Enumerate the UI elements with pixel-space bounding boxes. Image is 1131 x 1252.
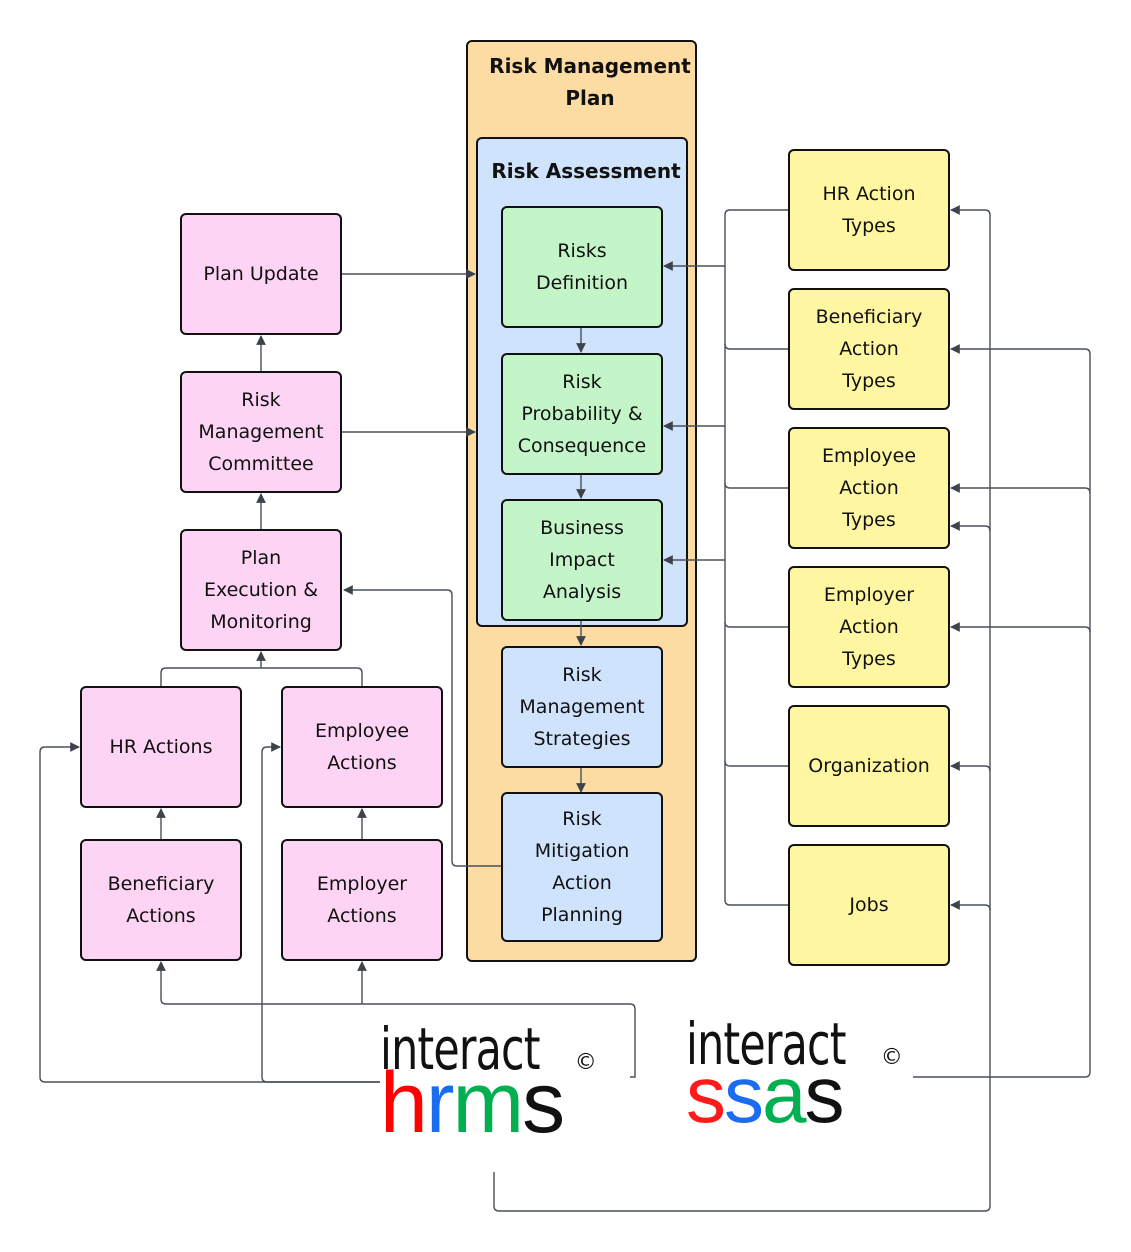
hrms-letter: m — [452, 1055, 524, 1151]
risk-assessment-title: Risk Assessment — [491, 159, 681, 183]
node-risk-management-strategies[interactable]: Risk Management Strategies — [501, 646, 663, 768]
node-beneficiary-actions[interactable]: Beneficiary Actions — [80, 839, 242, 961]
node-risk-probability-consequence[interactable]: Risk Probability & Consequence — [501, 353, 663, 475]
edge-hrms-to-beneficiary-actions — [156, 961, 636, 1078]
node-organization[interactable]: Organization — [788, 705, 950, 827]
edge-hr-actions-to-execution — [160, 667, 363, 687]
copyright-icon: © — [574, 1050, 597, 1075]
hrms-product-text: hrms — [380, 1060, 597, 1146]
node-jobs[interactable]: Jobs — [788, 844, 950, 966]
edge-hrms-to-employee-actions — [261, 742, 380, 1083]
hrms-brand-text: interact — [380, 1015, 540, 1083]
ssas-product-text: ssas — [686, 1055, 903, 1135]
ssas-letter: a — [762, 1050, 806, 1139]
ssas-letter: s — [804, 1050, 845, 1139]
node-employee-action-types[interactable]: Employee Action Types — [788, 427, 950, 549]
interact-ssas-logo: interact© ssas — [686, 1015, 907, 1135]
ssas-brand-text: interact — [686, 1010, 846, 1078]
edge-mitigation-to-execution — [343, 585, 502, 867]
node-employer-actions[interactable]: Employer Actions — [281, 839, 443, 961]
ssas-letter: s — [724, 1050, 764, 1139]
interact-hrms-logo: interact© hrms — [380, 1020, 601, 1146]
node-beneficiary-action-types[interactable]: Beneficiary Action Types — [788, 288, 950, 410]
hrms-letter: s — [522, 1055, 565, 1151]
hrms-letter: r — [425, 1055, 455, 1151]
node-business-impact-analysis[interactable]: Business Impact Analysis — [501, 499, 663, 621]
edge-hrms-to-right-types — [493, 205, 991, 1212]
copyright-icon: © — [880, 1045, 903, 1070]
node-plan-execution-monitoring[interactable]: Plan Execution & Monitoring — [180, 529, 342, 651]
edge-hrms-to-hr-actions — [39, 742, 380, 1083]
edge-types-bus — [724, 209, 788, 906]
node-hr-actions[interactable]: HR Actions — [80, 686, 242, 808]
hrms-letter: h — [380, 1055, 428, 1151]
node-risk-management-committee[interactable]: Risk Management Committee — [180, 371, 342, 493]
node-risk-mitigation-action-planning[interactable]: Risk Mitigation Action Planning — [501, 792, 663, 942]
risk-management-plan-title: Risk Management Plan — [489, 54, 691, 110]
node-risks-definition[interactable]: Risks Definition — [501, 206, 663, 328]
node-employer-action-types[interactable]: Employer Action Types — [788, 566, 950, 688]
node-hr-action-types[interactable]: HR Action Types — [788, 149, 950, 271]
node-employee-actions[interactable]: Employee Actions — [281, 686, 443, 808]
ssas-letter: s — [686, 1050, 726, 1139]
node-plan-update[interactable]: Plan Update — [180, 213, 342, 335]
edge-ssas-to-types — [913, 344, 1091, 1078]
